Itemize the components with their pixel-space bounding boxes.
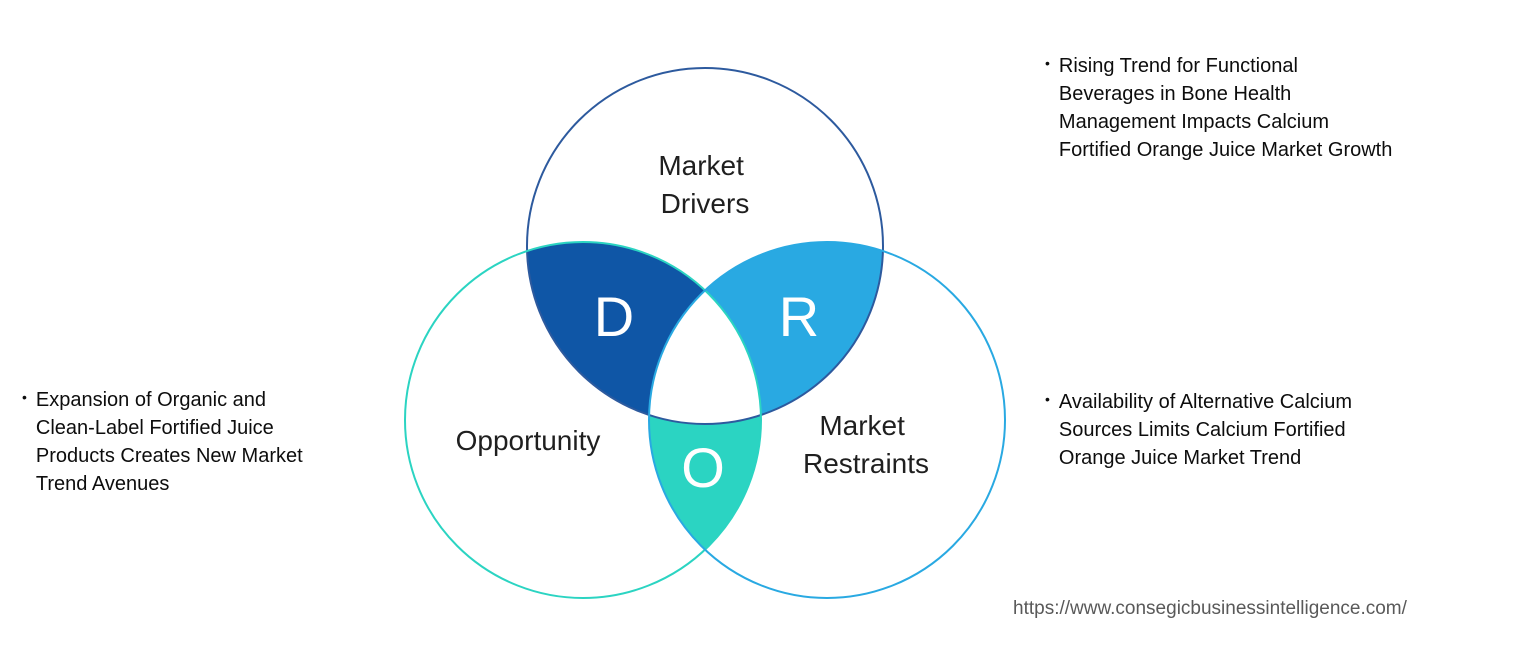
opportunity-label: Opportunity — [456, 425, 601, 456]
note-restraints-text: Availability of Alternative Calcium Sour… — [1058, 391, 1353, 469]
note-drivers: • Rising Trend for Functional Beverages … — [1045, 52, 1515, 164]
drivers-overlap-letter: D — [594, 285, 634, 348]
restraints-circle-outline — [648, 241, 1006, 599]
note-opportunity-text: Expansion of Organic and Clean-Label For… — [35, 389, 303, 495]
drivers-label-line2: Drivers — [661, 188, 750, 219]
drivers-circle-outline — [526, 67, 884, 425]
opportunity-overlap-letter: O — [681, 436, 725, 499]
drivers-label: Market Drivers — [658, 150, 751, 219]
note-restraints: • Availability of Alternative Calcium So… — [1045, 388, 1495, 472]
restraints-label-line1: Market — [819, 410, 905, 441]
note-drivers-text: Rising Trend for Functional Beverages in… — [1058, 55, 1393, 161]
source-url: https://www.consegicbusinessintelligence… — [1013, 598, 1407, 619]
bullet-icon: • — [22, 389, 27, 405]
note-opportunity: • Expansion of Organic and Clean-Label F… — [22, 386, 392, 498]
bullet-icon: • — [1045, 391, 1050, 407]
restraints-label-line2: Restraints — [803, 448, 929, 479]
bullet-icon: • — [1045, 55, 1050, 71]
restraints-label: Market Restraints — [803, 410, 929, 479]
restraints-overlap-letter: R — [779, 285, 819, 348]
opportunity-circle-outline — [404, 241, 762, 599]
drivers-label-line1: Market — [658, 150, 744, 181]
